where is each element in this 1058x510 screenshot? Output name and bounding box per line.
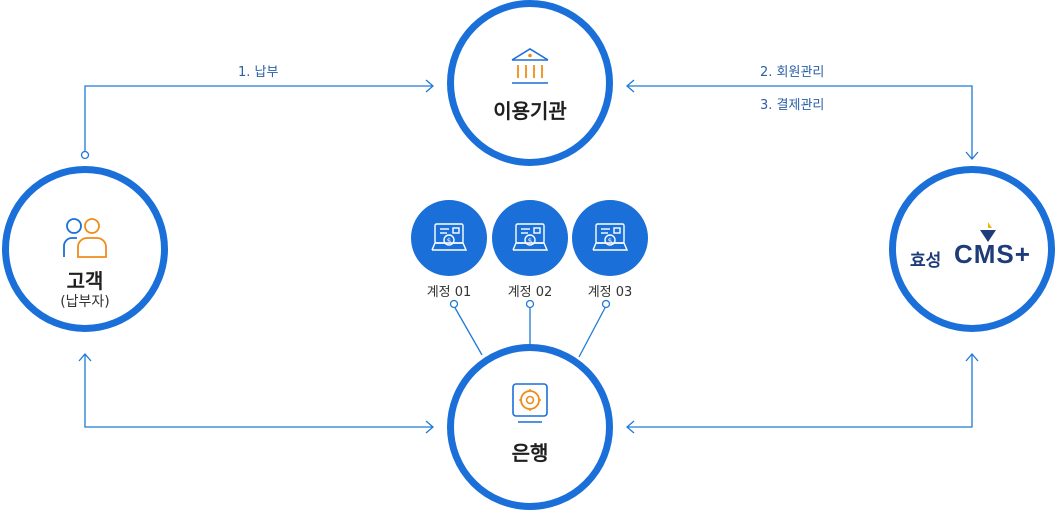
payment-terminal-icon: $ [431,223,467,251]
edge-settlement-mgmt-label: 3. 결제관리 [760,98,825,113]
bank-node [447,344,613,510]
edge-payment-line [84,85,432,152]
edge-org-cms-arrow-down [965,151,979,160]
edge-org-cms-arrow-left [626,79,635,93]
account-1-link-dot [449,299,459,309]
payment-terminal-icon: $ [592,223,628,251]
edge-customer-bank-line [84,355,432,428]
payment-terminal-icon: $ [512,223,548,251]
account-2-link-dot [525,299,535,309]
customer-subtitle: (납부자) [60,294,110,310]
edge-customer-bank-arrow-up [78,353,92,362]
edge-customer-bank-arrow-right [425,420,434,434]
edge-org-cms-line [628,85,973,158]
account-3-link [578,305,607,358]
account-3-label: 계정 03 [587,285,633,300]
users-icon [63,218,107,258]
edge-bank-cms-arrow-up [965,353,979,362]
edge-payment-start [80,150,90,160]
bank-title: 은행 [511,441,549,465]
svg-text:$: $ [528,237,532,245]
svg-text:$: $ [608,237,612,245]
edge-member-mgmt-label: 2. 회원관리 [760,65,825,80]
cms-node [889,166,1055,332]
cms-brand-prefix: 효성 [910,251,942,271]
org-title: 이용기관 [493,99,567,123]
svg-text:$: $ [447,237,451,245]
cms-logo-mark-icon [980,222,996,242]
edge-payment-arrow [425,79,434,93]
edge-bank-cms-arrow-left [626,420,635,434]
cms-logo: 효성 CMS+ [908,222,1038,272]
safe-icon [512,383,548,423]
account-1-label: 계정 01 [426,285,472,300]
edge-bank-cms-line [628,355,973,428]
account-1-link [453,305,483,356]
edge-payment-label: 1. 납부 [238,65,279,80]
bank-icon [511,48,549,84]
customer-node [2,166,168,332]
customer-title: 고객 [66,269,104,293]
cms-brand-name: CMS+ [954,239,1031,269]
account-2-label: 계정 02 [507,285,553,300]
account-3-link-dot [601,299,611,309]
